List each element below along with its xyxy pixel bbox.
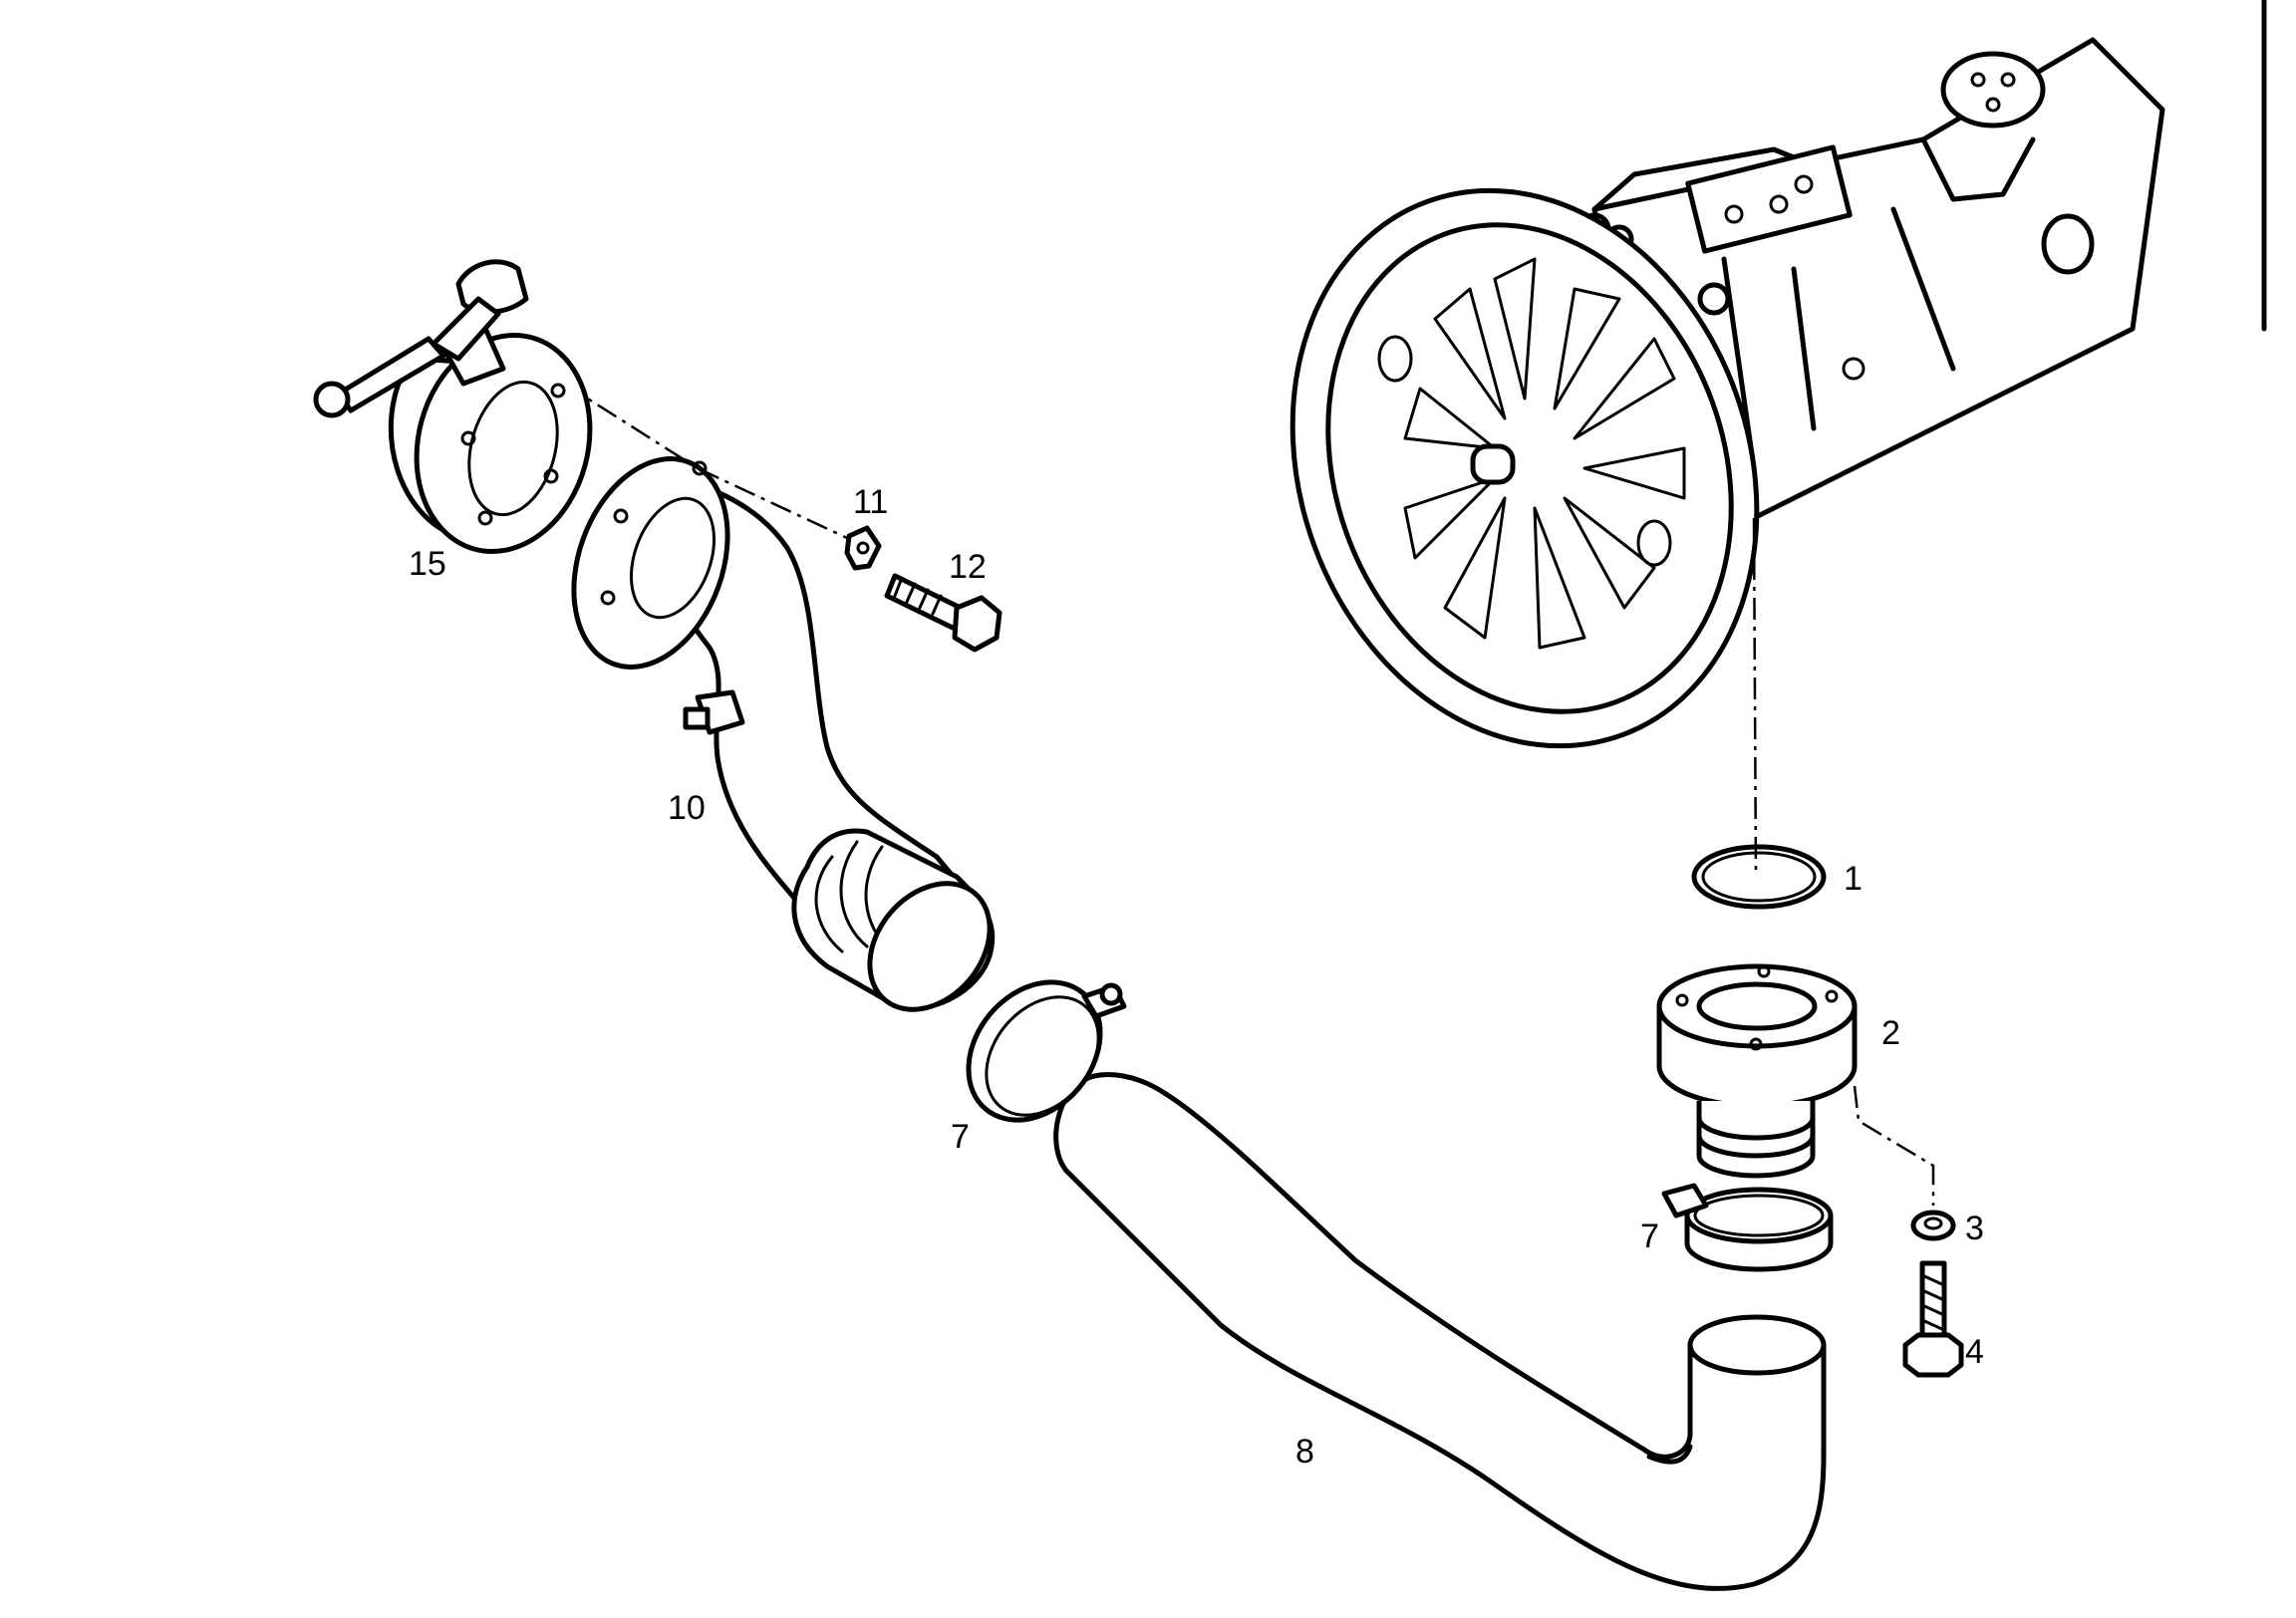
lock-washer [844,525,882,571]
elbow-pipe [571,456,996,1012]
impeller-plate-outer [1290,187,1760,749]
bolt-vertical [1902,1260,1964,1378]
pump-assembly [1290,37,2165,749]
housing-nut [1697,282,1731,316]
end-cap [1940,51,2046,129]
o-ring [1691,844,1827,910]
callout-7-lower: 7 [1640,1217,1659,1255]
housing-ridge [1920,136,2036,202]
valve-handle-knob [313,381,351,418]
cap-bolt [1985,97,2001,113]
washer [1910,1210,1956,1241]
impeller-plate-inner [1325,222,1734,714]
callout-2: 2 [1881,1014,1900,1052]
callout-1: 1 [1844,860,1863,898]
spigot-ribs [1696,1115,1816,1159]
callout-8: 8 [1295,1433,1314,1471]
valve-body [414,332,593,555]
housing-bolt [1842,357,1866,381]
pipe-flange [571,456,730,670]
hose-clamp-lower [1661,1183,1834,1272]
bolt-leader-line [1853,1085,1935,1206]
assembly-axis-line [1752,517,1758,878]
valve-handle-hub [455,259,529,315]
callout-10: 10 [668,789,706,827]
callout-15: 15 [409,545,446,583]
plate-hole [1377,335,1413,383]
callout-12: 12 [949,548,987,586]
plate-bolt [1769,194,1789,214]
top-plate [1685,144,1853,254]
hose-clamp-upper [966,979,1127,1123]
cap-bolt [2000,72,2016,88]
callout-7-upper: 7 [951,1118,970,1156]
pipe-flange-bore [629,496,717,620]
bolt-horizontal [884,573,1003,653]
callout-3: 3 [1965,1210,1984,1247]
flange-axis-line [563,382,848,540]
cap-bolt [1970,72,1986,88]
butterfly-valve [313,259,593,555]
side-boss [2041,213,2095,275]
adaptor-flange [1656,963,1858,1179]
plate-bolt [1724,204,1744,224]
pipe-outlet [867,881,993,1012]
callout-11: 11 [853,483,888,521]
plate-bolt [1794,174,1814,194]
long-hose [1053,1072,1827,1591]
impeller-spokes [1403,257,1686,650]
clamp-screw [1661,1183,1709,1218]
hose-inner-edge [1646,1444,1693,1465]
callout-4: 4 [1965,1333,1984,1371]
plate-hole [1636,519,1672,567]
center-shaft [1470,443,1516,485]
